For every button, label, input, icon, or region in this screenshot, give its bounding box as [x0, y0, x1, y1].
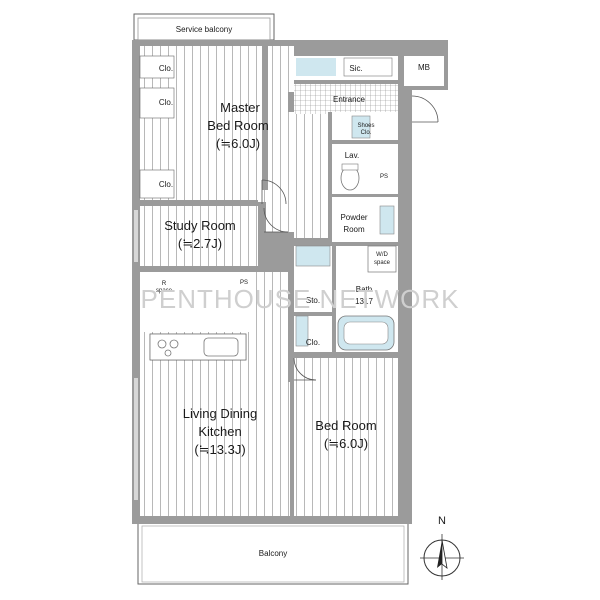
sic-label: Sic. [349, 64, 362, 73]
ps-label-lower: PS [240, 280, 248, 286]
study-room-size: (≒2.7J) [178, 236, 222, 251]
door-swings [261, 95, 439, 381]
watermark: PENTHOUSE NETWORK [141, 284, 460, 314]
study-floor [140, 206, 258, 268]
vanity-icon [379, 205, 395, 235]
closet-label-3: Clo. [159, 180, 173, 189]
wd-label-1: W/D [376, 252, 388, 258]
bedroom-floor [294, 356, 398, 516]
r-space-label-1: R [162, 281, 167, 287]
balcony-label: Balcony [259, 549, 287, 558]
powder-room-label-1: Powder [340, 213, 367, 222]
mb-cell [404, 56, 444, 86]
ldk-size: (≒13.3J) [194, 442, 245, 457]
hall-floor-2 [294, 108, 332, 238]
powder-room-label-2: Room [343, 225, 365, 234]
bath-label-2: 1317 [355, 297, 373, 306]
master-bedroom-label-1: Master [220, 100, 260, 115]
ldk-label-2: Kitchen [198, 424, 241, 439]
floor-areas [140, 46, 398, 516]
bath-label-1: Bath [356, 285, 372, 294]
stove-burner-icon [157, 339, 167, 349]
wd-label-2: space [374, 260, 391, 266]
master-bedroom-label-2: Bed Room [207, 118, 268, 133]
entrance-label: Entrance [333, 95, 366, 104]
master-bedroom-size: (≒6.0J) [216, 136, 260, 151]
closet-label-1: Clo. [159, 64, 173, 73]
service-balcony-label: Service balcony [176, 25, 232, 34]
hall-floor [266, 46, 294, 232]
r-space-label-2: space [156, 288, 173, 294]
lav-label: Lav. [345, 151, 360, 160]
bedroom-size: (≒6.0J) [324, 436, 368, 451]
stove-burner-icon [169, 339, 179, 349]
closet-label-2: Clo. [159, 98, 173, 107]
balcony: Balcony [137, 521, 409, 585]
room-labels: MB Sic. Entrance Shoes Clo. Lav. PS Powd… [156, 63, 430, 457]
mb-label: MB [418, 63, 430, 72]
study-room-label: Study Room [164, 218, 236, 233]
service-balcony: Service balcony [133, 13, 275, 41]
north-label: N [438, 515, 446, 527]
inner-walls [140, 40, 406, 522]
north-arrow-icon: N [420, 515, 464, 580]
stove-burner-icon [164, 349, 172, 357]
storage-label: Sto. [306, 296, 320, 305]
bathroom-fixtures [295, 115, 397, 351]
windows [134, 210, 138, 500]
washer-space-icon [367, 245, 397, 273]
ldk-label-1: Living Dining [183, 406, 257, 421]
ps-label-upper: PS [380, 174, 388, 180]
shoes-clo-label-2: Clo. [361, 130, 372, 136]
bedroom-label: Bed Room [315, 418, 376, 433]
closet-label-bedroom: Clo. [306, 338, 320, 347]
kitchen-counter [149, 333, 247, 361]
sink-icon [203, 337, 239, 357]
shoes-clo-label-1: Shoes [357, 123, 374, 129]
